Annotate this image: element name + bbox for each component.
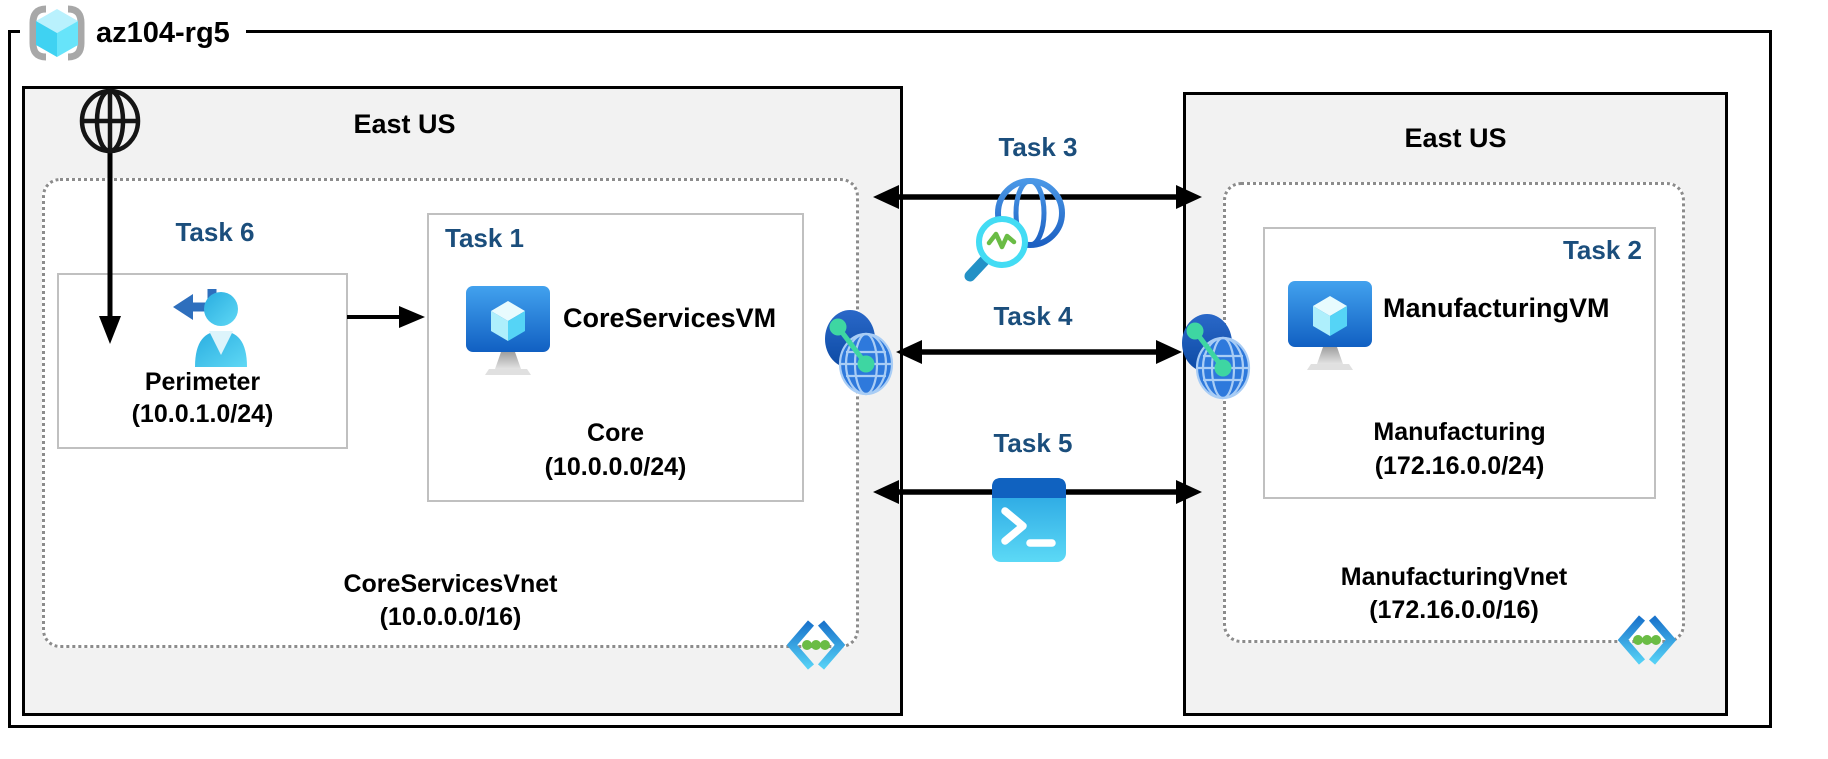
resource-group-icon bbox=[26, 4, 88, 62]
core-services-vnet: Task 6 bbox=[42, 178, 859, 670]
task1-label: Task 1 bbox=[445, 223, 525, 253]
perimeter-subnet-name: Perimeter bbox=[144, 368, 261, 396]
task5-label: Task 5 bbox=[993, 428, 1073, 458]
task3-label: Task 3 bbox=[998, 132, 1078, 162]
manufacturing-vnet-name: ManufacturingVnet bbox=[1340, 563, 1568, 591]
right-region-title: East US bbox=[1404, 123, 1507, 153]
internet-icon bbox=[78, 88, 142, 154]
core-subnet-box: Task 1 bbox=[427, 213, 804, 502]
core-vnet-label: CoreServicesVnet (10.0.0.0/16) bbox=[45, 568, 856, 633]
manufacturing-vm-icon bbox=[1287, 280, 1373, 376]
left-region-title: East US bbox=[353, 109, 456, 139]
core-vm-icon bbox=[465, 285, 551, 381]
cloud-shell-icon bbox=[992, 478, 1066, 562]
core-subnet-cidr: (10.0.0.0/24) bbox=[544, 453, 687, 481]
task6-label: Task 6 bbox=[175, 217, 255, 247]
perimeter-subnet-box: Perimeter (10.0.1.0/24) bbox=[57, 273, 348, 449]
manufacturing-subnet-cidr: (172.16.0.0/24) bbox=[1374, 452, 1545, 480]
core-vnet-name: CoreServicesVnet bbox=[343, 570, 558, 598]
virtual-network-icon bbox=[787, 618, 845, 672]
vnet-peering-icon bbox=[1181, 311, 1251, 401]
task2-label: Task 2 bbox=[1562, 235, 1642, 265]
manufacturing-subnet-name: Manufacturing bbox=[1373, 418, 1546, 446]
core-subnet-name: Core bbox=[587, 419, 644, 447]
resource-group-name: az104-rg5 bbox=[96, 16, 230, 49]
left-region-box: East US Task 6 bbox=[22, 86, 903, 716]
virtual-network-icon bbox=[1618, 613, 1676, 667]
manufacturing-vnet-cidr: (172.16.0.0/16) bbox=[1369, 595, 1539, 624]
network-watcher-icon bbox=[953, 168, 1075, 288]
right-region-box: East US Task 2 bbox=[1183, 92, 1728, 716]
manufacturing-vm-name: ManufacturingVM bbox=[1383, 293, 1610, 323]
manufacturing-subnet-box: Task 2 bbox=[1263, 227, 1656, 499]
user-entry-icon bbox=[155, 281, 255, 369]
manufacturing-vnet: Task 2 bbox=[1223, 182, 1685, 665]
perimeter-subnet-cidr: (10.0.1.0/24) bbox=[131, 400, 274, 428]
resource-group-chip: az104-rg5 bbox=[20, 2, 246, 64]
vnet-peering-icon bbox=[824, 307, 894, 397]
task4-label: Task 4 bbox=[993, 301, 1073, 331]
core-vnet-cidr: (10.0.0.0/16) bbox=[379, 602, 522, 631]
manufacturing-vnet-label: ManufacturingVnet (172.16.0.0/16) bbox=[1226, 561, 1682, 626]
core-vm-name: CoreServicesVM bbox=[563, 303, 777, 333]
